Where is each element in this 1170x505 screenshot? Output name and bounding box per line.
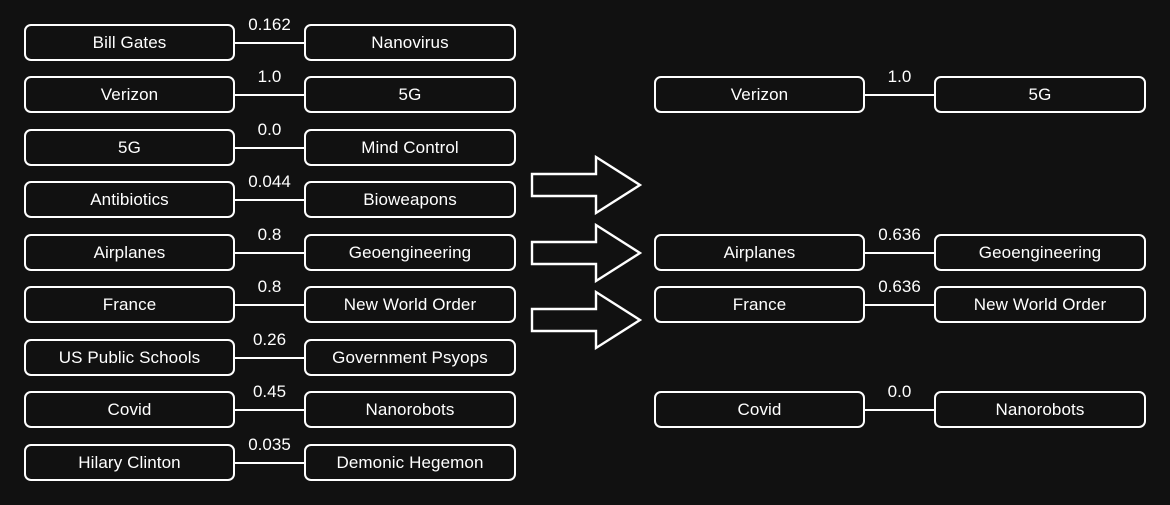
edge-connector: 0.044 <box>235 173 304 218</box>
node-target[interactable]: New World Order <box>304 286 516 323</box>
node-source[interactable]: Airplanes <box>24 234 235 271</box>
node-source[interactable]: Airplanes <box>654 234 865 271</box>
node-source[interactable]: France <box>24 286 235 323</box>
node-source[interactable]: Verizon <box>24 76 235 113</box>
right-arrow-icon <box>530 154 642 216</box>
edge-weight-label: 0.044 <box>248 172 291 191</box>
edge-row: 5G 0.0 Mind Control <box>24 121 516 166</box>
edge-connector: 1.0 <box>865 68 934 113</box>
edge-line <box>235 198 304 201</box>
edge-row: Verizon 1.0 5G <box>654 68 1146 113</box>
node-target[interactable]: Mind Control <box>304 129 516 166</box>
node-source[interactable]: Hilary Clinton <box>24 444 235 481</box>
node-target[interactable]: Nanorobots <box>934 391 1146 428</box>
node-target[interactable]: Bioweapons <box>304 181 516 218</box>
edge-connector: 1.0 <box>235 68 304 113</box>
edge-row: Airplanes 0.636 Geoengineering <box>654 226 1146 271</box>
node-target[interactable]: Nanorobots <box>304 391 516 428</box>
edge-connector: 0.0 <box>865 383 934 428</box>
edge-row: France 0.8 New World Order <box>24 278 516 323</box>
edge-weight-label: 0.0 <box>887 382 912 401</box>
right-arrow-icon <box>530 289 642 351</box>
node-target[interactable]: New World Order <box>934 286 1146 323</box>
edge-line <box>235 146 304 149</box>
edge-connector: 0.162 <box>235 16 304 61</box>
edge-line <box>235 303 304 306</box>
edge-connector: 0.8 <box>235 278 304 323</box>
edge-line <box>865 408 934 411</box>
edge-line <box>235 41 304 44</box>
edge-weight-label: 0.636 <box>878 225 921 244</box>
node-target[interactable]: Government Psyops <box>304 339 516 376</box>
edge-connector: 0.636 <box>865 226 934 271</box>
edge-weight-label: 0.45 <box>252 382 287 401</box>
edge-weight-label: 0.636 <box>878 277 921 296</box>
left-graph: Bill Gates 0.162 Nanovirus Verizon 1.0 5… <box>0 0 530 505</box>
node-source[interactable]: Bill Gates <box>24 24 235 61</box>
node-target[interactable]: 5G <box>934 76 1146 113</box>
node-source[interactable]: US Public Schools <box>24 339 235 376</box>
edge-line <box>235 93 304 96</box>
edge-connector: 0.26 <box>235 331 304 376</box>
right-arrow-icon <box>530 222 642 284</box>
node-target[interactable]: Nanovirus <box>304 24 516 61</box>
edge-line <box>235 408 304 411</box>
node-source[interactable]: 5G <box>24 129 235 166</box>
edge-line <box>235 251 304 254</box>
edge-row: France 0.636 New World Order <box>654 278 1146 323</box>
edge-connector: 0.035 <box>235 436 304 481</box>
edge-weight-label: 1.0 <box>257 67 282 86</box>
node-target[interactable]: Geoengineering <box>304 234 516 271</box>
edge-row: Bill Gates 0.162 Nanovirus <box>24 16 516 61</box>
node-target[interactable]: Demonic Hegemon <box>304 444 516 481</box>
edge-connector: 0.45 <box>235 383 304 428</box>
edge-line <box>865 303 934 306</box>
edge-line <box>865 93 934 96</box>
node-target[interactable]: Geoengineering <box>934 234 1146 271</box>
edge-weight-label: 0.0 <box>257 120 282 139</box>
edge-row: Verizon 1.0 5G <box>24 68 516 113</box>
node-target[interactable]: 5G <box>304 76 516 113</box>
edge-connector: 0.8 <box>235 226 304 271</box>
edge-row: Airplanes 0.8 Geoengineering <box>24 226 516 271</box>
edge-row: Covid 0.45 Nanorobots <box>24 383 516 428</box>
edge-row: US Public Schools 0.26 Government Psyops <box>24 331 516 376</box>
edge-row: Covid 0.0 Nanorobots <box>654 383 1146 428</box>
node-source[interactable]: Verizon <box>654 76 865 113</box>
edge-line <box>865 251 934 254</box>
edge-line <box>235 356 304 359</box>
edge-weight-label: 1.0 <box>887 67 912 86</box>
edge-row: Antibiotics 0.044 Bioweapons <box>24 173 516 218</box>
edge-line <box>235 461 304 464</box>
edge-weight-label: 0.26 <box>252 330 287 349</box>
node-source[interactable]: Antibiotics <box>24 181 235 218</box>
node-source[interactable]: Covid <box>24 391 235 428</box>
right-graph: Verizon 1.0 5G Airplanes 0.636 Geoengine… <box>640 0 1170 505</box>
edge-weight-label: 0.8 <box>257 277 282 296</box>
node-source[interactable]: Covid <box>654 391 865 428</box>
edge-row: Hilary Clinton 0.035 Demonic Hegemon <box>24 436 516 481</box>
edge-weight-label: 0.162 <box>248 15 291 34</box>
edge-connector: 0.636 <box>865 278 934 323</box>
edge-connector: 0.0 <box>235 121 304 166</box>
node-source[interactable]: France <box>654 286 865 323</box>
edge-weight-label: 0.035 <box>248 435 291 454</box>
edge-weight-label: 0.8 <box>257 225 282 244</box>
